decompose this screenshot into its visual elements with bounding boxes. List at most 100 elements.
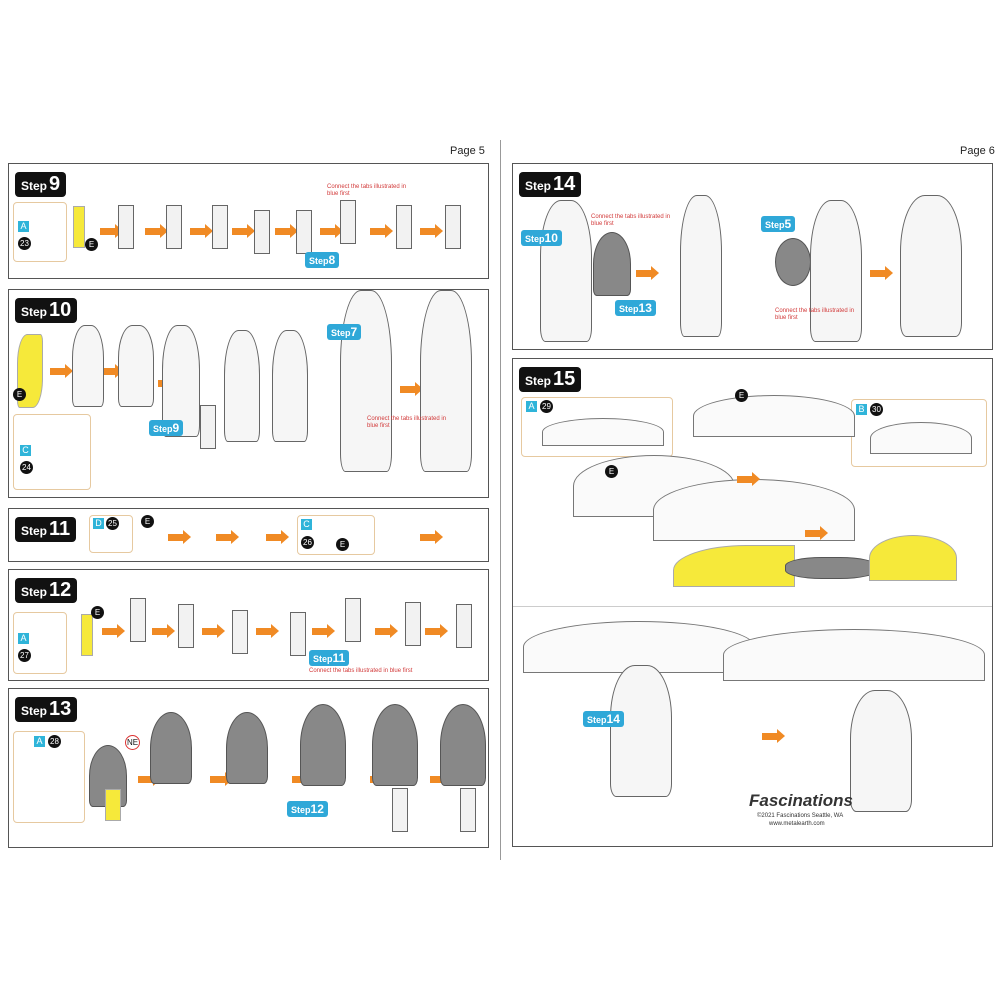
grey-piece	[593, 232, 631, 296]
model-piece	[420, 290, 472, 472]
tube-piece	[405, 602, 421, 646]
part-e-label: E	[336, 538, 349, 551]
arrow-icon	[50, 364, 73, 378]
yellow-wing	[673, 545, 795, 587]
arrow-icon	[152, 624, 175, 638]
part-29-box: A 29	[521, 397, 673, 457]
arrow-icon	[425, 624, 448, 638]
tube-piece	[254, 210, 270, 254]
part-30-box: B 30	[851, 399, 987, 467]
page-divider	[500, 140, 501, 860]
part-letter: A	[18, 633, 29, 644]
section-divider	[513, 606, 992, 607]
brand-logo: Fascinations	[749, 791, 853, 810]
part-24-box: C 24	[13, 414, 91, 490]
arrow-icon	[636, 266, 659, 280]
copyright: ©2021 Fascinations Seattle, WA	[757, 813, 844, 819]
instruction-note: Connect the tabs illustrated in blue fir…	[591, 214, 671, 227]
tube-piece	[392, 788, 408, 832]
part-letter: C	[20, 445, 31, 456]
tube-piece	[460, 788, 476, 832]
callout-step-9: Step9	[149, 420, 184, 436]
arrow-icon	[102, 624, 125, 638]
model-piece	[72, 325, 104, 407]
tube-piece	[340, 200, 356, 244]
part-letter: A	[34, 736, 45, 747]
yellow-piece	[73, 206, 85, 248]
part-e-label: E	[91, 606, 104, 619]
callout-step-12: Step12	[287, 801, 328, 817]
part-ne-label: NE	[125, 735, 140, 750]
yellow-piece	[105, 789, 121, 821]
website: www.metalearth.com	[769, 821, 825, 827]
instruction-note: Connect the tabs illustrated in blue fir…	[367, 416, 447, 429]
grey-piece	[150, 712, 192, 784]
part-e-label: E	[85, 238, 98, 251]
model-piece	[850, 690, 912, 812]
arrow-icon	[870, 266, 893, 280]
wing-piece	[870, 422, 972, 454]
yellow-piece	[81, 614, 93, 656]
part-letter: B	[856, 404, 867, 415]
model-piece	[340, 290, 392, 472]
tube-piece	[178, 604, 194, 648]
arrow-icon	[275, 224, 298, 238]
tube-piece	[456, 604, 472, 648]
callout-step-11: Step11	[309, 650, 350, 666]
part-e-label: E	[13, 388, 26, 401]
wing-piece	[723, 629, 985, 681]
arrow-icon	[400, 382, 423, 396]
model-piece	[680, 195, 722, 337]
arrow-icon	[375, 624, 398, 638]
part-number: 25	[106, 517, 119, 530]
yellow-wing	[869, 535, 957, 581]
grey-piece	[440, 704, 486, 786]
wing-piece	[693, 395, 855, 437]
part-letter: D	[93, 518, 104, 529]
grey-wing-band	[785, 557, 877, 579]
part-number: 26	[301, 536, 314, 549]
model-piece	[540, 200, 592, 342]
part-letter: A	[18, 221, 29, 232]
instruction-note: Connect the tabs illustrated in blue fir…	[327, 184, 407, 197]
part-26-box: C 26 E	[297, 515, 375, 555]
arrow-icon	[190, 224, 213, 238]
tube-piece	[345, 598, 361, 642]
model-piece	[610, 665, 672, 797]
arrow-icon	[168, 530, 191, 544]
arrow-icon	[420, 224, 443, 238]
arrow-icon	[202, 624, 225, 638]
wing-piece	[542, 418, 664, 446]
arrow-icon	[320, 224, 343, 238]
arrow-icon	[762, 729, 785, 743]
part-27-box: A 27	[13, 612, 67, 674]
arrow-icon	[145, 224, 168, 238]
callout-step-8: Step8	[305, 252, 340, 268]
tube-piece	[130, 598, 146, 642]
tube-piece	[118, 205, 134, 249]
tube-piece	[296, 210, 312, 254]
arrow-icon	[805, 526, 828, 540]
part-number: 23	[18, 237, 31, 250]
part-25-box: D 25	[89, 515, 133, 553]
tube-piece	[200, 405, 216, 449]
tube-piece	[232, 610, 248, 654]
part-e-label: E	[141, 515, 154, 528]
page-number-5: Page 5	[450, 145, 485, 157]
grey-piece	[300, 704, 346, 786]
instruction-note: Connect the tabs illustrated in blue fir…	[309, 668, 413, 674]
arrow-icon	[210, 772, 233, 786]
callout-step-7: Step7	[327, 324, 362, 340]
model-piece	[810, 200, 862, 342]
part-letter: C	[301, 519, 312, 530]
arrow-icon	[256, 624, 279, 638]
arrow-icon	[312, 624, 335, 638]
arrow-icon	[370, 224, 393, 238]
